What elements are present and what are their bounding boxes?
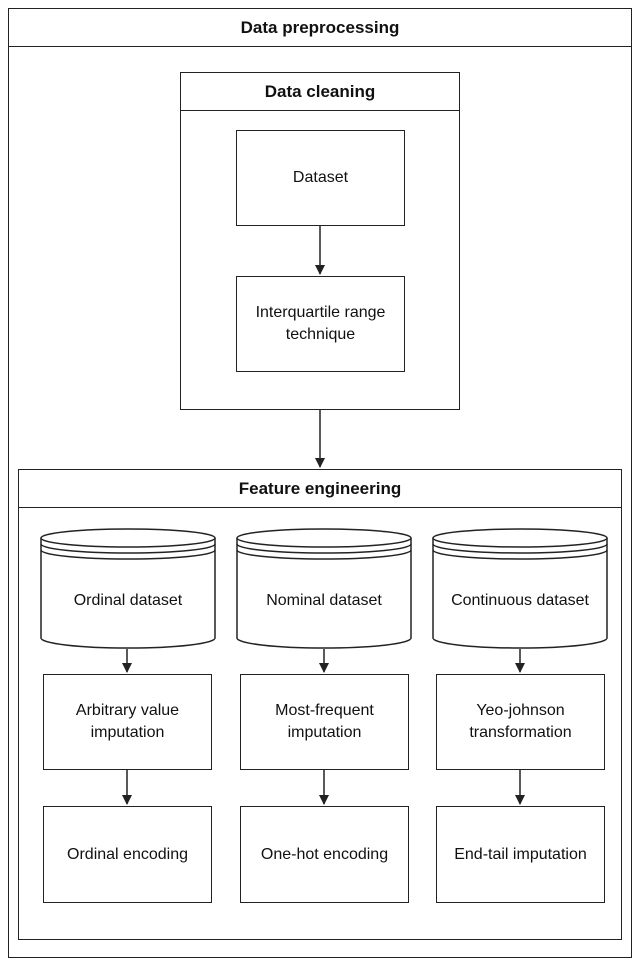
end-tail-imputation-box: End-tail imputation <box>436 806 605 903</box>
yeo-johnson-transformation-box: Yeo-johnson transformation <box>436 674 605 770</box>
dataset-box: Dataset <box>236 130 405 226</box>
ordinal-dataset-cylinder: Ordinal dataset <box>40 528 216 650</box>
most-frequent-imputation-box: Most-frequent imputation <box>240 674 409 770</box>
interquartile-range-box: Interquartile range technique <box>236 276 405 372</box>
nominal-dataset-cylinder: Nominal dataset <box>236 528 412 650</box>
nominal-dataset-label: Nominal dataset <box>266 592 382 609</box>
ordinal-encoding-box: Ordinal encoding <box>43 806 212 903</box>
database-icon <box>236 528 412 649</box>
data-preprocessing-title: Data preprocessing <box>9 9 631 47</box>
arbitrary-value-imputation-box: Arbitrary value imputation <box>43 674 212 770</box>
ordinal-dataset-label: Ordinal dataset <box>73 592 183 609</box>
database-icon <box>432 528 608 649</box>
one-hot-encoding-box: One-hot encoding <box>240 806 409 903</box>
feature-engineering-title: Feature engineering <box>19 470 621 508</box>
database-icon <box>40 528 216 649</box>
continuous-dataset-cylinder: Continuous dataset <box>432 528 608 650</box>
data-cleaning-title: Data cleaning <box>181 73 459 111</box>
continuous-dataset-label: Continuous dataset <box>451 592 589 609</box>
